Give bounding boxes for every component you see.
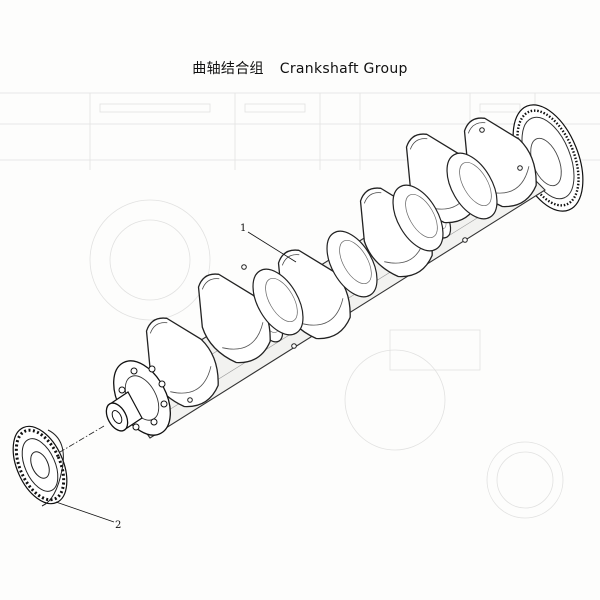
- page-title: 曲轴结合组 Crankshaft Group: [0, 58, 600, 78]
- title-chinese: 曲轴结合组: [192, 61, 264, 77]
- callout-1: 1: [240, 223, 247, 234]
- leader-line-2: [55, 501, 115, 523]
- title-english: Crankshaft Group: [279, 61, 408, 77]
- crankshaft-body: [117, 103, 551, 439]
- timing-gear: [12, 425, 68, 507]
- crankshaft-nose: [105, 391, 143, 432]
- callout-2: 2: [115, 520, 122, 531]
- axis-centerline: [59, 425, 105, 453]
- leader-line-1: [247, 231, 297, 263]
